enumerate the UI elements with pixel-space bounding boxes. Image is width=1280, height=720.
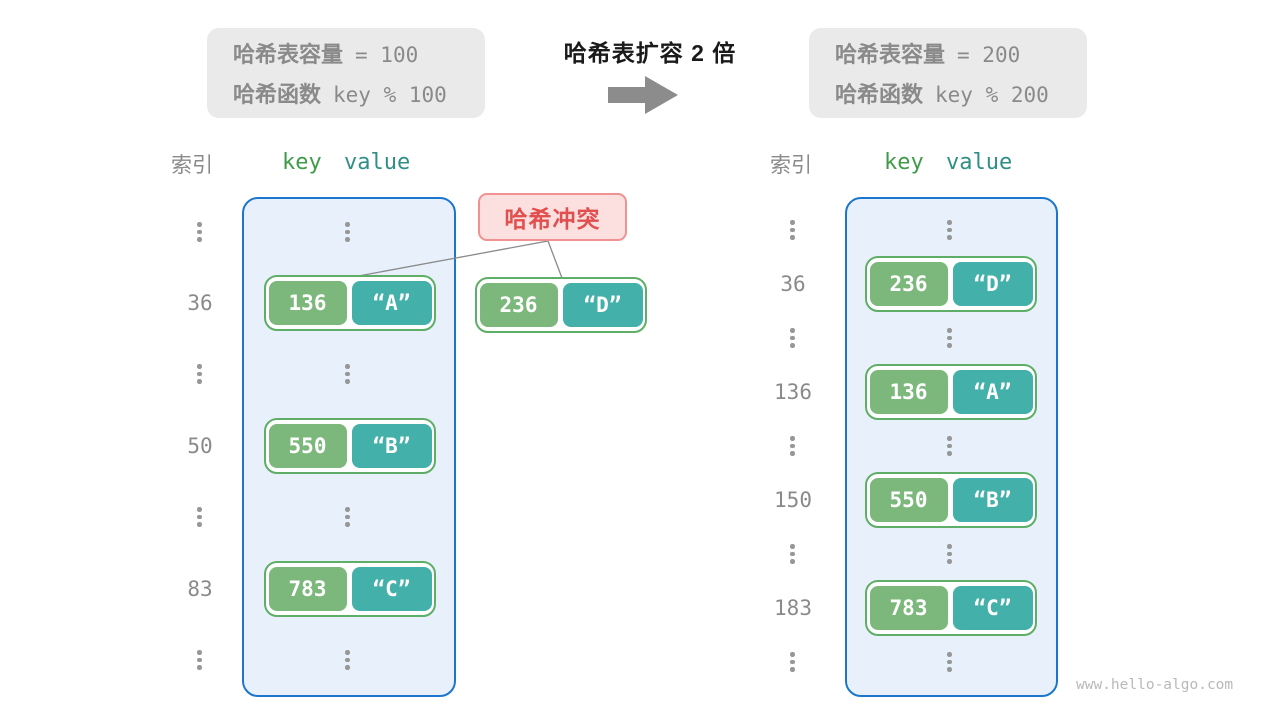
pair-key: 236 (869, 262, 948, 306)
ellipsis-dots (197, 222, 202, 242)
bucket-index: 36 (187, 291, 213, 315)
capacity-value: = 200 (957, 43, 1021, 67)
left-index-header: 索引 (171, 154, 213, 177)
hash-collision-badge: 哈希冲突 (478, 193, 627, 241)
right-key-header: key (884, 150, 924, 175)
pair-value: “C” (952, 586, 1033, 630)
ellipsis-dots (947, 652, 952, 672)
ellipsis-dots (197, 507, 202, 527)
hash-function-value: key % 200 (935, 83, 1049, 107)
right-arrow-icon (608, 76, 678, 114)
bucket-index: 183 (774, 596, 812, 620)
right-function-line: 哈希函数 key % 200 (835, 77, 1087, 109)
ellipsis-dots (345, 364, 350, 384)
right-index-header: 索引 (770, 154, 812, 177)
left-function-line: 哈希函数 key % 100 (233, 77, 485, 109)
left-value-header: value (344, 150, 411, 175)
pair-value: “A” (952, 370, 1033, 414)
right-value-header: value (946, 150, 1013, 175)
ellipsis-dots (197, 364, 202, 384)
pair-value: “B” (351, 424, 432, 468)
ellipsis-dots (790, 544, 795, 564)
collision-pair: 236 “D” (475, 277, 647, 333)
right-hash-info-box: 哈希表容量 = 200 哈希函数 key % 200 (809, 28, 1087, 118)
pair-value: “C” (351, 567, 432, 611)
watermark: www.hello-algo.com (1076, 677, 1234, 693)
ellipsis-dots (345, 222, 350, 242)
capacity-label: 哈希表容量 (835, 42, 946, 67)
right-capacity-line: 哈希表容量 = 200 (835, 37, 1087, 69)
pair-value: “A” (351, 281, 432, 325)
bucket-index: 36 (780, 272, 806, 296)
ellipsis-dots (947, 220, 952, 240)
table-pair: 136 “A” (865, 364, 1037, 420)
bucket-index: 83 (187, 577, 213, 601)
bucket-index: 50 (187, 434, 213, 458)
ellipsis-dots (345, 507, 350, 527)
capacity-value: = 100 (355, 43, 419, 67)
table-pair: 783 “C” (865, 580, 1037, 636)
pair-key: 783 (268, 567, 347, 611)
pair-key: 550 (268, 424, 347, 468)
pair-value: “D” (952, 262, 1033, 306)
table-pair: 550 “B” (264, 418, 436, 474)
bucket-index: 150 (774, 488, 812, 512)
table-pair: 550 “B” (865, 472, 1037, 528)
hash-function-label: 哈希函数 (835, 82, 924, 107)
pair-key: 783 (869, 586, 948, 630)
ellipsis-dots (947, 436, 952, 456)
expansion-title: 哈希表扩容 2 倍 (563, 40, 737, 66)
ellipsis-dots (790, 328, 795, 348)
pair-value: “B” (952, 478, 1033, 522)
ellipsis-dots (790, 220, 795, 240)
ellipsis-dots (790, 436, 795, 456)
ellipsis-dots (197, 650, 202, 670)
pair-key: 550 (869, 478, 948, 522)
ellipsis-dots (947, 328, 952, 348)
left-capacity-line: 哈希表容量 = 100 (233, 37, 485, 69)
left-hash-info-box: 哈希表容量 = 100 哈希函数 key % 100 (207, 28, 485, 118)
pair-value: “D” (562, 283, 643, 327)
pair-key: 136 (268, 281, 347, 325)
ellipsis-dots (790, 652, 795, 672)
ellipsis-dots (345, 650, 350, 670)
table-pair: 136 “A” (264, 275, 436, 331)
table-pair: 236 “D” (865, 256, 1037, 312)
hash-function-value: key % 100 (333, 83, 447, 107)
pair-key: 136 (869, 370, 948, 414)
capacity-label: 哈希表容量 (233, 42, 344, 67)
pair-key: 236 (479, 283, 558, 327)
ellipsis-dots (947, 544, 952, 564)
bucket-index: 136 (774, 380, 812, 404)
left-key-header: key (282, 150, 322, 175)
table-pair: 783 “C” (264, 561, 436, 617)
hash-function-label: 哈希函数 (233, 82, 322, 107)
